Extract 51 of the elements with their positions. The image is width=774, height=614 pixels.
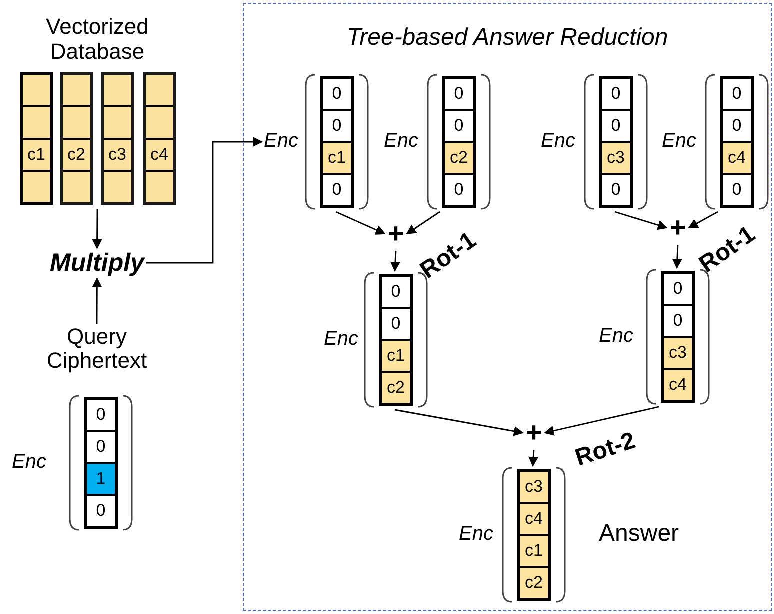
arrow [614,211,668,230]
enc-label: Enc [12,451,46,474]
enc-label: Enc [459,523,494,546]
arrow [92,278,102,324]
vector-cell: c3 [602,141,630,173]
dashed-region [243,3,772,611]
vector-cell: c1 [382,339,410,371]
text-label: Multiply [50,250,144,276]
answer-label: Answer [599,520,680,548]
arrow [544,406,660,436]
database-cell: c3 [104,138,131,170]
database-cell: c4 [146,138,173,170]
vector-cell: c3 [664,336,692,368]
database-column [101,72,134,205]
heading: Vectorized Database [45,14,150,64]
vector-cell: c4 [664,368,692,400]
enc-label: Enc [324,328,358,351]
enc-label: Enc [264,130,298,153]
plus-sign: + [387,219,405,249]
arrow [390,250,400,272]
database-column [143,72,176,205]
enc-label: Enc [662,130,696,153]
enc-label: Enc [384,130,418,153]
arrow [688,211,718,229]
arrow [528,450,539,467]
plus-sign: + [669,213,687,243]
database-column [20,72,53,205]
vector-cell: c1 [520,534,548,566]
vector-cell: c4 [723,141,751,173]
vector-cell: 1 [87,462,115,494]
arrow [92,209,102,250]
arrow [672,244,682,269]
vector-cell: c3 [520,472,548,502]
enc-label: Enc [541,130,576,153]
database-column [60,72,93,205]
plus-sign: + [525,418,543,448]
vector-cell: c4 [520,502,548,534]
text-label: Query Ciphertext [32,325,162,373]
arrow [146,137,263,264]
vector-cell: c1 [323,141,351,173]
arrow [406,211,440,235]
edge-label: Rot-2 [572,427,639,473]
region-title: Tree-based Answer Reduction [346,24,670,52]
vector-cell: c2 [520,566,548,598]
database-cell: c1 [23,138,50,170]
database-cell: c2 [63,138,90,170]
enc-label: Enc [599,325,634,348]
arrow [336,211,386,235]
vector-cell: c2 [445,141,473,173]
vector-cell: c2 [382,371,410,403]
arrow [394,409,524,436]
